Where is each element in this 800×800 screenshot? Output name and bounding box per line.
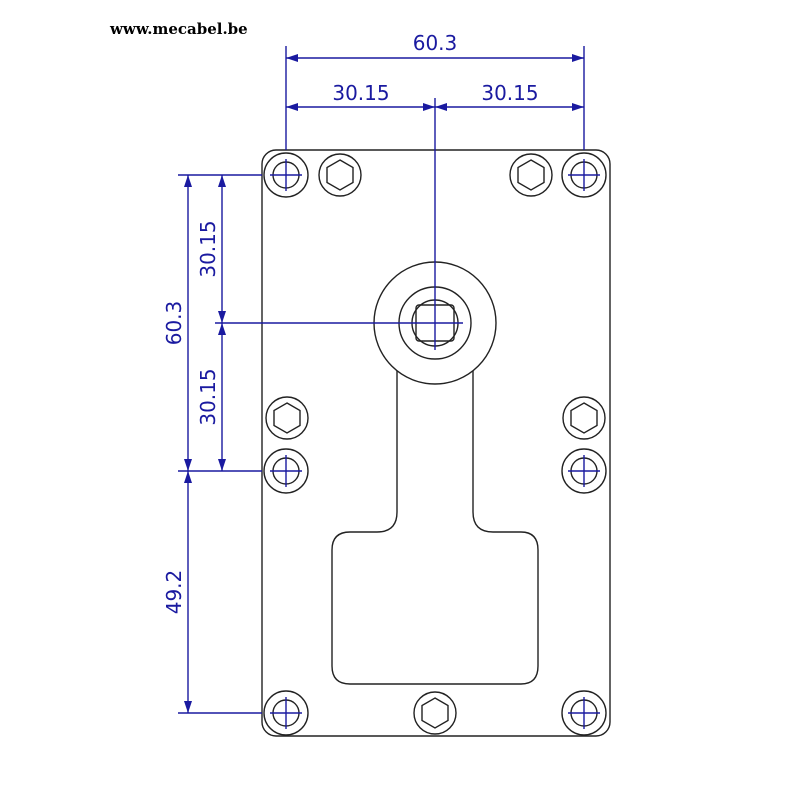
dim-top-total-label: 60.3 xyxy=(413,31,458,55)
hole-centerlines xyxy=(270,159,600,729)
dim-line-top-halves xyxy=(286,103,584,111)
hex-screw-top-left xyxy=(318,153,362,197)
top-extension-lines xyxy=(285,46,585,150)
dim-line-left-bottom xyxy=(184,471,192,713)
dim-left-bottom-label: 49.2 xyxy=(162,570,186,615)
hex-screw-mid-right xyxy=(562,396,606,440)
dim-line-top-total xyxy=(286,54,584,62)
dim-line-left-total xyxy=(184,175,192,471)
website-url: www.mecabel.be xyxy=(110,20,248,38)
dim-line-left-halves xyxy=(218,175,226,471)
gearbox-plate xyxy=(261,149,611,737)
hex-screw-bottom-center xyxy=(413,691,457,735)
hex-screw-top-right xyxy=(509,153,553,197)
dim-left-lower-half-label: 30.15 xyxy=(196,368,220,425)
gear-housing-cavity xyxy=(331,364,539,685)
dim-top-left-half-label: 30.15 xyxy=(332,81,389,105)
left-extension-lines xyxy=(178,174,262,714)
dim-left-total-label: 60.3 xyxy=(162,301,186,346)
dim-left-upper-half-label: 30.15 xyxy=(196,220,220,277)
hex-screw-mid-left xyxy=(265,396,309,440)
dim-top-right-half-label: 30.15 xyxy=(481,81,538,105)
